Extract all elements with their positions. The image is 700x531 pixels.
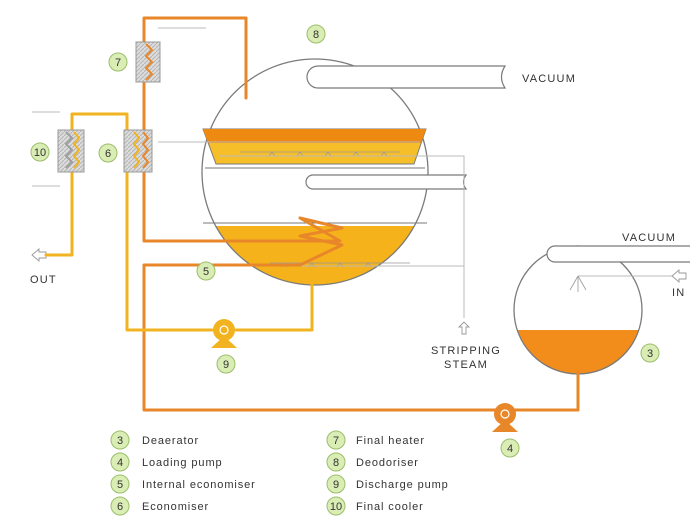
legend-item: 4 Loading pump [110,452,223,472]
badge-internal-economiser: 5 [196,261,216,281]
pipe-discharge [234,280,314,332]
final-heater-exchanger [135,41,161,83]
legend-item: 5 Internal economiser [110,474,256,494]
badge-economiser: 6 [98,143,118,163]
in-label: IN [672,287,685,299]
svg-text:Loading pump: Loading pump [142,457,223,469]
vacuum-duct-right [546,245,690,263]
svg-text:3: 3 [647,348,653,360]
badge-deodoriser: 8 [306,24,326,44]
loading-pump [492,403,518,432]
stripping-steam-label-line2: STEAM [444,359,488,371]
badge-final-cooler: 10 [30,142,50,162]
final-cooler-exchanger [57,129,85,173]
badge-discharge-pump: 9 [216,354,236,374]
svg-text:4: 4 [507,443,513,455]
deaerator-oil [514,330,642,374]
legend-item: 3 Deaerator [110,430,199,450]
svg-text:8: 8 [313,29,319,41]
svg-text:7: 7 [115,57,121,69]
svg-text:Internal economiser: Internal economiser [142,479,256,491]
legend-item: 7 Final heater [326,430,425,450]
stripping-steam-lines [32,27,465,318]
svg-text:4: 4 [117,457,123,469]
svg-text:Deodoriser: Deodoriser [356,457,419,469]
pipe-loading-to-economiser [510,370,580,412]
in-arrow [671,269,687,283]
steam-line-main [220,155,465,318]
svg-text:3: 3 [117,435,123,447]
vacuum-duct-top [306,65,507,89]
legend-item: 10 Final cooler [326,496,424,516]
deaerator-vessel [513,245,690,375]
svg-text:6: 6 [117,501,123,513]
spray-nozzle [569,275,587,292]
out-label: OUT [30,274,57,286]
pipe-pump9-to-cooler [44,112,214,332]
svg-text:Deaerator: Deaerator [142,435,199,447]
legend-item: 8 Deodoriser [326,452,419,472]
vacuum-label-right: VACUUM [622,232,676,244]
economiser-exchanger [123,129,153,173]
legend-item: 6 Economiser [110,496,209,516]
pipe-pump4-to-economiser [142,263,500,412]
out-arrow [31,248,47,262]
svg-text:7: 7 [333,435,339,447]
badges: 7 8 10 6 5 9 3 4 [30,24,660,458]
svg-text:Final cooler: Final cooler [356,501,424,513]
badge-final-heater: 7 [108,52,128,72]
svg-text:9: 9 [223,359,229,371]
svg-text:10: 10 [34,147,46,159]
svg-text:9: 9 [333,479,339,491]
stripping-steam-label-line1: STRIPPING [431,345,501,357]
svg-text:5: 5 [203,266,209,278]
stripping-steam-arrow [457,321,471,335]
svg-text:5: 5 [117,479,123,491]
deodoriser-shell [201,58,429,286]
svg-text:Economiser: Economiser [142,501,209,513]
svg-text:6: 6 [105,148,111,160]
legend: 3 Deaerator 4 Loading pump 5 Internal ec… [110,430,449,516]
badge-loading-pump: 4 [500,438,520,458]
deodoriser-inner-duct [305,174,468,190]
legend-item: 9 Discharge pump [326,474,449,494]
svg-text:10: 10 [330,501,342,513]
badge-deaerator: 3 [640,343,660,363]
svg-text:8: 8 [333,457,339,469]
deodoriser-tray-top-layer [203,129,426,143]
deodoriser-vessel [201,58,507,286]
vacuum-label-top: VACUUM [522,73,576,85]
discharge-pump [211,319,237,348]
svg-text:Final heater: Final heater [356,435,425,447]
svg-text:Discharge pump: Discharge pump [356,479,449,491]
